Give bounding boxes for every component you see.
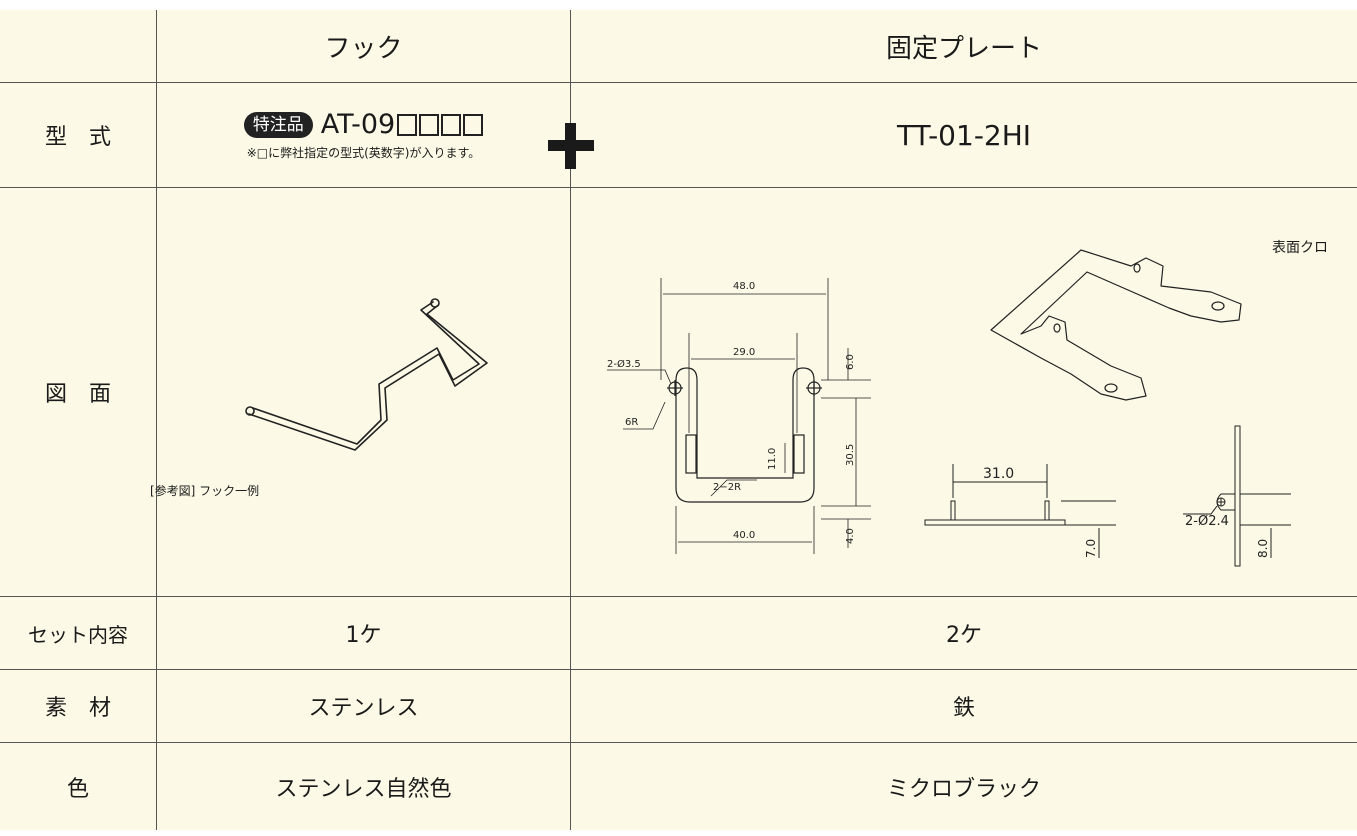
row-divider <box>0 669 1357 670</box>
header-plate: 固定プレート <box>885 33 1042 64</box>
blank-boxes <box>395 113 484 136</box>
dim-hole-35: 2-Ø3.5 <box>607 358 641 370</box>
special-order-badge: 特注品 <box>243 111 313 138</box>
dim-4: 4.0 <box>845 528 856 544</box>
dim-7: 7.0 <box>1084 539 1098 558</box>
dim-hole-24: 2-Ø2.4 <box>1185 514 1229 529</box>
hook-drawing-caption: [参考図] フック一例 <box>150 484 260 498</box>
row-divider <box>0 742 1357 743</box>
col-divider <box>570 10 571 830</box>
plate-model-code: TT-01-2HI <box>896 118 1032 152</box>
plate-finish-note: 表面クロ <box>1272 240 1328 256</box>
hook-model-code: AT-09 <box>320 109 396 140</box>
dim-11: 11.0 <box>767 448 778 470</box>
dim-29: 29.0 <box>733 347 755 358</box>
plate-drawing: 48.0 29.0 2-Ø3.5 6R 2−2R 40.0 6.0 30.5 1… <box>607 249 1291 567</box>
plate-color: ミクロブラック <box>886 776 1041 802</box>
color-label: 色 <box>66 776 89 802</box>
set-label: セット内容 <box>28 622 128 647</box>
hook-drawing <box>245 298 488 451</box>
dim-6r: 6R <box>625 417 638 428</box>
dim-22r: 2−2R <box>713 482 741 493</box>
hook-model-cell: 特注品 AT-09 ※□に弊社指定の型式(英数字)が入ります。 <box>157 83 570 187</box>
row-divider <box>0 82 1357 83</box>
hook-set-count: 1ケ <box>345 623 382 648</box>
spec-table: フック 固定プレート 型 式 特注品 AT-09 ※□に弊社指定の型式(英数字)が… <box>0 10 1357 830</box>
dim-31: 31.0 <box>983 466 1014 482</box>
material-label: 素 材 <box>44 696 111 721</box>
drawing-label: 図 面 <box>44 382 111 407</box>
plus-icon <box>548 123 594 169</box>
header-hook: フック <box>324 33 403 64</box>
dim-48: 48.0 <box>733 281 755 292</box>
plate-set-count: 2ケ <box>946 623 982 648</box>
row-divider <box>0 187 1357 188</box>
dim-8: 8.0 <box>1256 539 1270 558</box>
col-divider <box>156 10 157 830</box>
hook-color: ステンレス自然色 <box>275 776 452 802</box>
model-label: 型 式 <box>44 125 111 150</box>
hook-material: ステンレス <box>308 696 419 721</box>
dim-6: 6.0 <box>845 354 856 370</box>
dim-40: 40.0 <box>733 530 755 541</box>
row-divider <box>0 596 1357 597</box>
plate-material: 鉄 <box>952 696 975 721</box>
hook-model-note: ※□に弊社指定の型式(英数字)が入ります。 <box>246 146 481 160</box>
dim-305: 30.5 <box>845 444 856 466</box>
